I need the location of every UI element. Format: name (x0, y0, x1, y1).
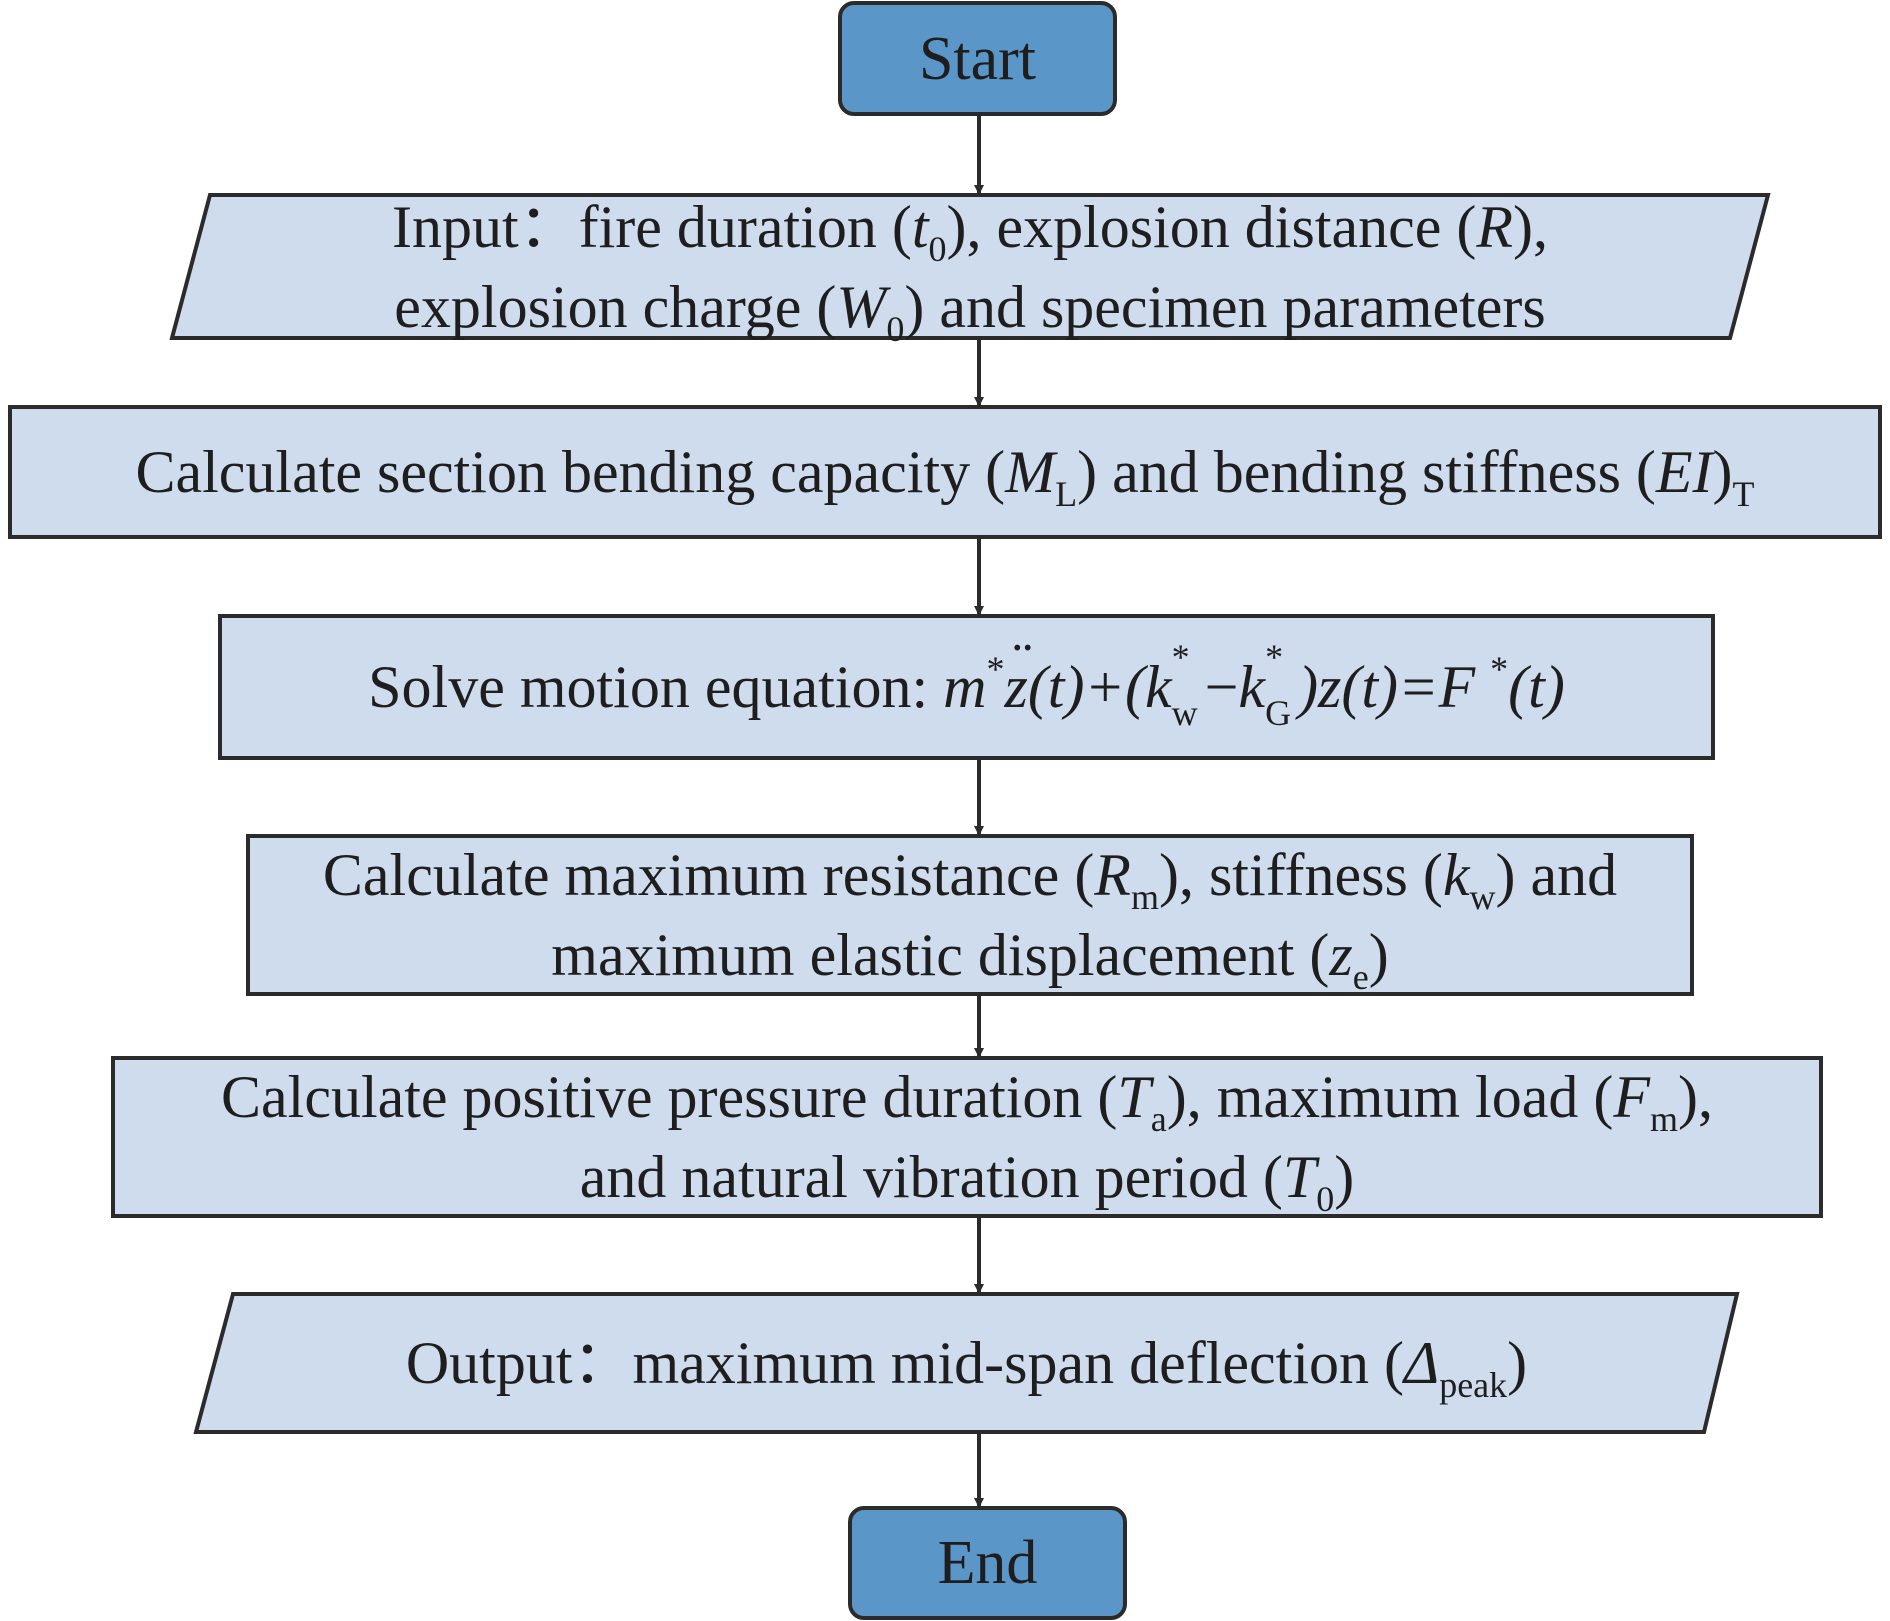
motion-minus: − (1204, 654, 1239, 720)
section-text: ) and bending stiffness ( (1077, 439, 1656, 505)
pressure-text: ) (1334, 1144, 1355, 1210)
section-sub-t: T (1732, 474, 1755, 514)
input-node: Input：fire duration (t0), explosion dist… (172, 194, 1768, 347)
input-sub-t: 0 (928, 228, 947, 269)
motion-var-kg: k (1238, 654, 1266, 720)
resistance-text: ) (1368, 922, 1389, 988)
end-node: End (850, 1508, 1125, 1618)
motion-equation-text: Solve motion equation: m*z(t)+(k*w−k*G)z… (368, 623, 1565, 731)
pressure-var-t: T (1117, 1064, 1151, 1130)
resistance-line-1: Calculate maximum resistance (Rm), stiff… (323, 835, 1617, 915)
motion-kg-star: * (1265, 637, 1284, 677)
input-text: explosion charge ( (394, 273, 837, 340)
input-var-r: R (1476, 193, 1514, 260)
motion-var-m: m (943, 654, 987, 720)
output-parallelogram-shape (193, 1292, 1740, 1434)
start-node: Start (840, 3, 1115, 114)
section-text: Calculate section bending capacity ( (135, 439, 1006, 505)
pressure-sub-a: a (1150, 1099, 1167, 1139)
output-prefix: Output： (405, 1330, 633, 1396)
output-text: Output：maximum mid-span deflection (Δpea… (406, 1323, 1527, 1403)
motion-kg-sub: G (1265, 693, 1292, 733)
motion-kw-star: * (1171, 637, 1190, 677)
resistance-text: ), stiffness ( (1158, 842, 1443, 908)
start-label: Start (918, 24, 1037, 93)
output-text-b: ) (1507, 1330, 1528, 1396)
pressure-line-1: Calculate positive pressure duration (Ta… (221, 1057, 1713, 1137)
input-text: ), explosion distance ( (946, 193, 1477, 260)
section-var-ei: EI (1655, 439, 1713, 505)
resistance-line-2: maximum elastic displacement (ze) (551, 915, 1388, 995)
output-var-delta: Δ (1403, 1330, 1440, 1396)
resistance-sub-w: w (1469, 877, 1496, 917)
input-text: fire duration ( (578, 193, 912, 260)
motion-kg-scripts: *G (1265, 639, 1298, 731)
input-line-2: explosion charge (W0) and specimen param… (394, 267, 1545, 347)
resistance-var-z: z (1329, 922, 1353, 988)
motion-kw-scripts: *w (1172, 639, 1205, 731)
pressure-node: Calculate positive pressure duration (Ta… (113, 1057, 1821, 1217)
input-var-w: W (836, 273, 887, 340)
input-var-t: t (911, 193, 929, 260)
resistance-text: ) and (1495, 842, 1618, 908)
motion-text: (t) (1508, 654, 1565, 720)
pressure-text: Calculate positive pressure duration ( (221, 1064, 1118, 1130)
output-text-a: maximum mid-span deflection ( (632, 1330, 1404, 1396)
section-capacity-box-shape (8, 405, 1882, 539)
section-capacity-node: Calculate section bending capacity (ML) … (10, 407, 1880, 537)
resistance-sub-e: e (1352, 957, 1369, 997)
motion-star: * (986, 649, 1005, 689)
resistance-var-r: R (1094, 842, 1131, 908)
resistance-box-shape (246, 834, 1694, 996)
motion-f-star: * (1490, 649, 1509, 689)
resistance-node: Calculate maximum resistance (Rm), stiff… (248, 835, 1692, 995)
input-prefix: Input： (391, 193, 579, 260)
end-label: End (937, 1529, 1038, 1597)
input-parallelogram-shape (169, 193, 1771, 340)
section-sub-l: L (1055, 474, 1078, 514)
resistance-var-k: k (1442, 842, 1470, 908)
resistance-sub-m: m (1130, 877, 1159, 917)
resistance-text: Calculate maximum resistance ( (322, 842, 1095, 908)
pressure-text: ), maximum load ( (1166, 1064, 1614, 1130)
motion-var-z-ddot: z (1004, 623, 1032, 727)
motion-var-kw: k (1144, 654, 1172, 720)
motion-equation-node: Solve motion equation: m*z(t)+(k*w−k*G)z… (220, 616, 1713, 758)
input-line-1: Input：fire duration (t0), explosion dist… (392, 187, 1548, 267)
motion-text: )z(t)=F (1298, 654, 1491, 720)
motion-text: (t)+( (1027, 654, 1145, 720)
pressure-var-t0: T (1282, 1144, 1317, 1210)
pressure-text: and natural vibration period ( (579, 1144, 1283, 1210)
pressure-text: ), (1678, 1064, 1713, 1130)
resistance-text: maximum elastic displacement ( (551, 922, 1330, 988)
section-capacity-text: Calculate section bending capacity (ML) … (135, 432, 1754, 512)
motion-equation-box-shape (218, 614, 1715, 760)
output-sub-peak: peak (1439, 1365, 1508, 1405)
section-text: ) (1712, 439, 1733, 505)
pressure-sub-0: 0 (1316, 1179, 1335, 1219)
section-var-m: M (1005, 439, 1056, 505)
pressure-line-2: and natural vibration period (T0) (580, 1137, 1354, 1217)
motion-kw-sub: w (1171, 693, 1198, 733)
output-node: Output：maximum mid-span deflection (Δpea… (196, 1294, 1737, 1432)
input-text: ), (1513, 193, 1549, 260)
end-terminal-shape (848, 1506, 1127, 1620)
pressure-box-shape (111, 1056, 1823, 1218)
pressure-var-f: F (1613, 1064, 1650, 1130)
pressure-sub-m: m (1650, 1099, 1679, 1139)
motion-prefix: Solve motion equation: (368, 654, 944, 720)
input-sub-w: 0 (886, 308, 905, 349)
input-text: ) and specimen parameters (904, 273, 1546, 340)
